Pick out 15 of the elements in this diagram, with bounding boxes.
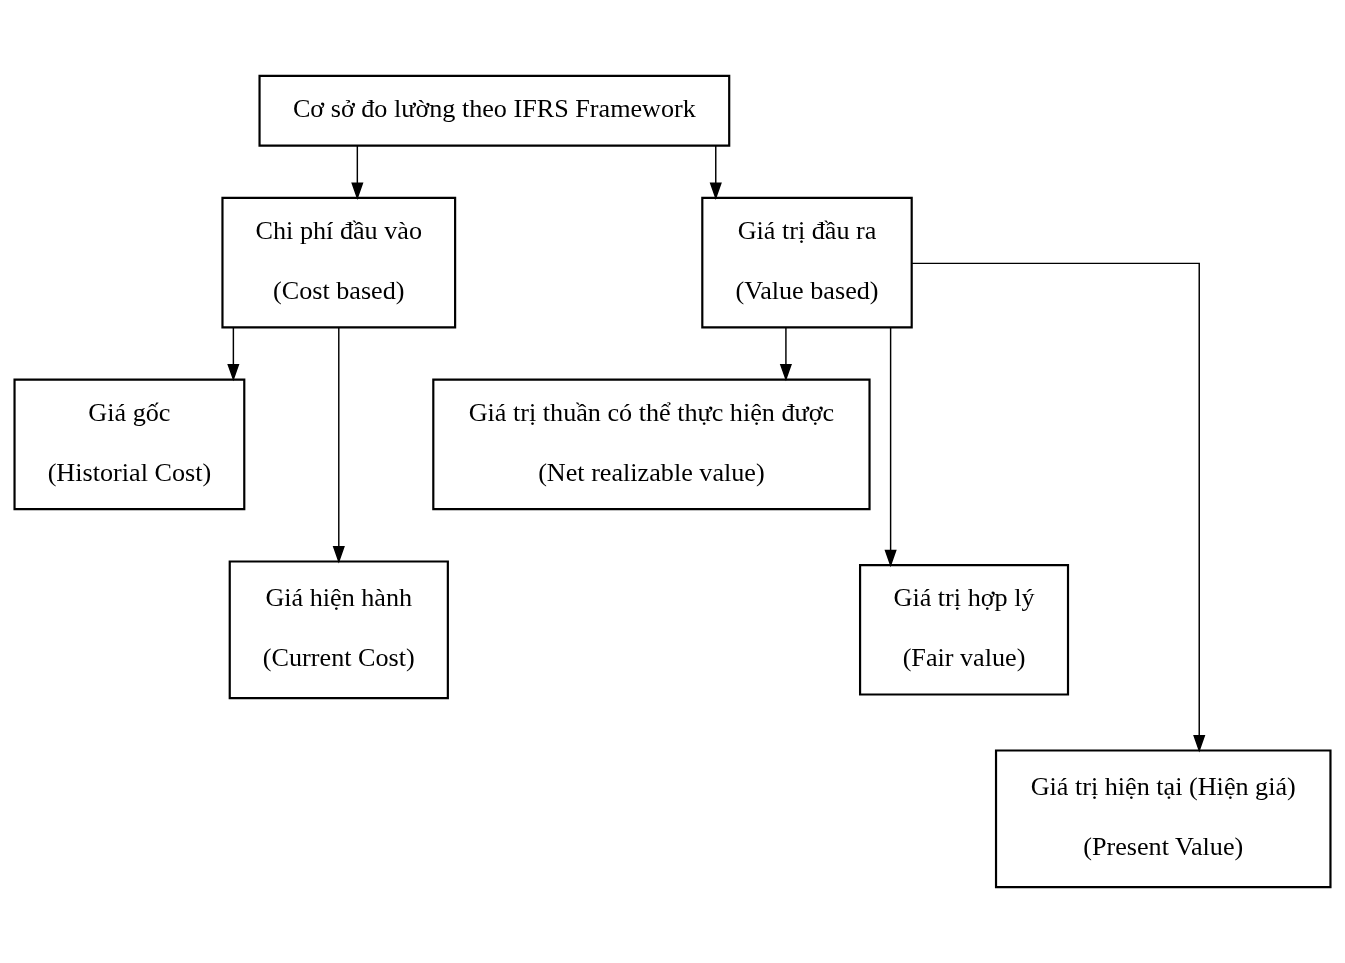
node-box: Giá trị hiện tại (Hiện giá) (Present Value): [994, 749, 1332, 889]
node-box: Giá trị thuần có thể thực hiện được (Net realizable value): [432, 378, 871, 511]
arrow: [332, 326, 345, 564]
node-box: Cơ sở đo lường theo IFRS Framework: [258, 74, 731, 147]
arrow: [351, 145, 364, 200]
node-box: Giá hiện hành (Current Cost): [228, 560, 449, 700]
arrow: [709, 145, 722, 200]
arrow: [779, 327, 793, 382]
arrow: [227, 327, 240, 382]
node-box: Giá trị hợp lý (Fair value): [859, 564, 1070, 696]
node-box: Giá trị đầu ra (Value based): [701, 196, 913, 329]
node-box: Giá gốc (Historial Cost): [13, 378, 246, 511]
node-box: Chi phí đầu vào (Cost based): [221, 196, 457, 329]
arrow: [911, 262, 1206, 753]
arrow: [884, 326, 897, 568]
